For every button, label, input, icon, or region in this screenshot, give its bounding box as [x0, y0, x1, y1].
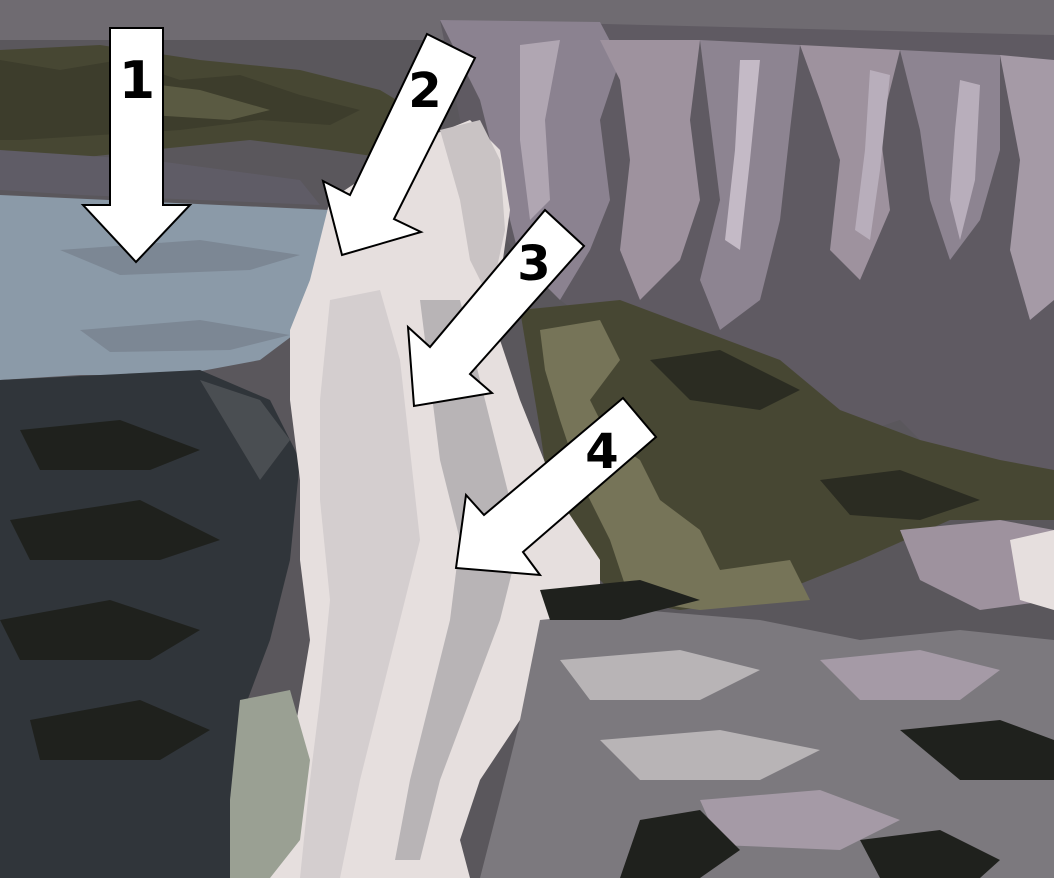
- arrow-2: 2: [321, 32, 477, 257]
- arrow-3-label: 3: [517, 236, 550, 292]
- arrow-3-shape: [406, 208, 586, 408]
- arrow-3: 3: [406, 208, 586, 408]
- arrow-2-shape: [321, 32, 477, 257]
- river-top: [0, 150, 340, 380]
- waterfall: [230, 120, 600, 878]
- arrow-1-label: 1: [119, 51, 155, 111]
- left-cliff: [0, 370, 300, 878]
- arrow-1: 1: [80, 27, 193, 264]
- plunge-pool: [480, 520, 1054, 878]
- arrow-4-label: 4: [585, 424, 618, 480]
- arrow-4-shape: [454, 396, 658, 577]
- arrow-1-shape: [80, 27, 193, 264]
- arrow-4: 4: [454, 396, 658, 577]
- arrow-2-label: 2: [408, 63, 441, 119]
- distant-cliffs: [440, 20, 1054, 480]
